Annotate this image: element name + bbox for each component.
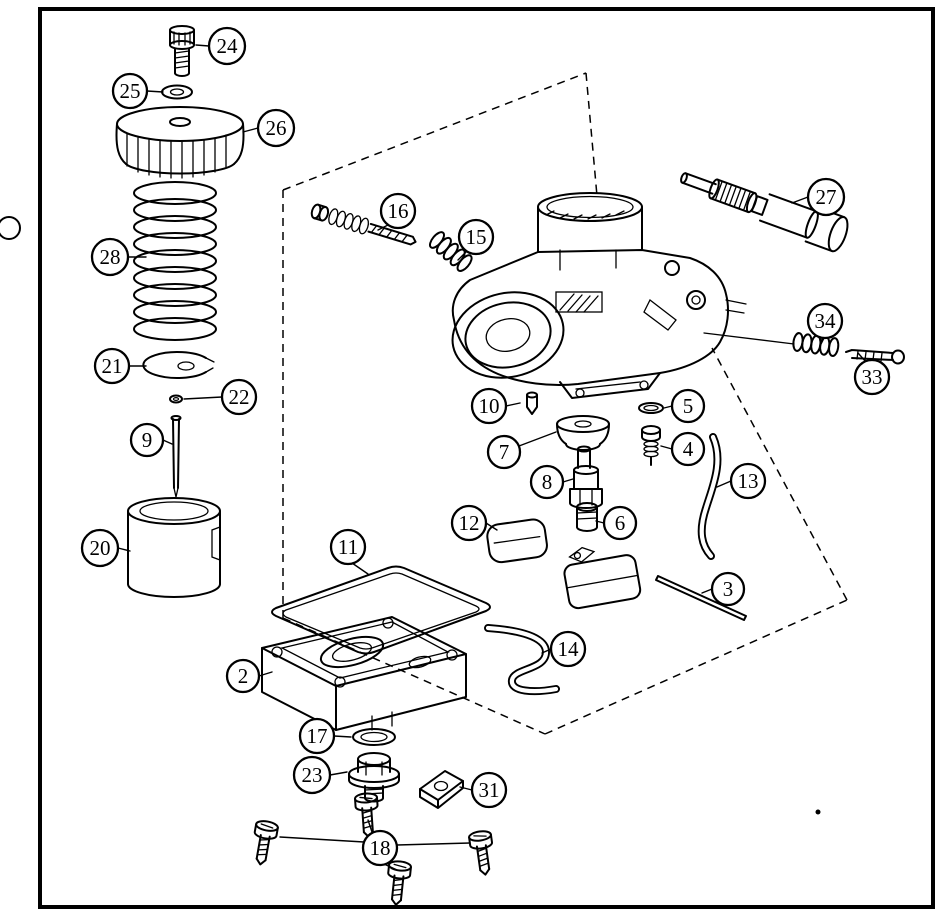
part-21-clip	[142, 351, 215, 379]
callout-21-label: 21	[102, 354, 123, 378]
callout-33-label: 33	[862, 365, 883, 389]
callout-9: 9	[129, 422, 165, 458]
callout-11-label: 11	[338, 535, 358, 559]
callout-5-label: 5	[683, 394, 694, 418]
callout-33: 33	[853, 358, 891, 396]
part-11-gasket	[271, 565, 491, 655]
callout-16: 16	[379, 192, 417, 230]
part-25-washer	[161, 84, 193, 100]
part-8-needle-jet	[569, 445, 603, 509]
callout-24-label: 24	[217, 34, 239, 58]
part-4-screw-spring	[641, 425, 661, 466]
callout-12-label: 12	[459, 511, 480, 535]
callout-14: 14	[549, 630, 587, 668]
part-float-assembly	[563, 546, 642, 610]
part-9-jet-needle	[170, 415, 182, 498]
page-border	[38, 7, 935, 909]
callout-13: 13	[729, 462, 767, 500]
part-16-screw-spring	[310, 203, 417, 246]
callout-20-label: 20	[90, 536, 111, 560]
callout-7-label: 7	[499, 440, 510, 464]
part-12-float	[486, 518, 548, 564]
part-22-ring	[169, 394, 183, 404]
callout-26-label: 26	[266, 116, 287, 140]
callout-22-label: 22	[229, 385, 250, 409]
part-24-screw	[169, 25, 195, 77]
callout-4-label: 4	[683, 437, 694, 461]
part-20-throttle-slide	[127, 497, 221, 598]
callout-2-label: 2	[238, 664, 249, 688]
callout-27-label: 27	[816, 185, 837, 209]
callout-leader-lines	[117, 44, 867, 871]
callout-4: 4	[670, 431, 706, 467]
callout-10-label: 10	[479, 394, 500, 418]
callout-27: 27	[806, 177, 846, 217]
part-10-valve	[526, 391, 538, 415]
part-5-oring	[638, 402, 664, 414]
part-15-spring	[428, 231, 473, 272]
part-26-cap	[115, 106, 245, 179]
callout-16-label: 16	[388, 199, 409, 223]
part-carburetor-body	[451, 192, 747, 399]
part-17-oring	[352, 728, 396, 746]
callout-20: 20	[80, 528, 120, 568]
callout-18: 18	[361, 829, 399, 867]
callout-6-label: 6	[615, 511, 626, 535]
callout-23-label: 23	[302, 763, 323, 787]
callout-13-label: 13	[738, 469, 759, 493]
edge-register-mark	[0, 216, 21, 240]
callout-6: 6	[602, 505, 638, 541]
callout-23: 23	[292, 755, 332, 795]
callout-34-label: 34	[815, 309, 837, 333]
callout-17: 17	[298, 717, 336, 755]
callout-8-label: 8	[542, 470, 553, 494]
part-3-float-pin	[655, 575, 747, 621]
callout-2: 2	[225, 658, 261, 694]
callout-31-label: 31	[479, 778, 500, 802]
callout-15-label: 15	[466, 225, 487, 249]
callout-7: 7	[486, 434, 522, 470]
callout-21: 21	[93, 347, 131, 385]
part-14-hose	[484, 624, 560, 696]
stray-dot	[815, 809, 821, 815]
callout-14-label: 14	[558, 637, 580, 661]
callout-25: 25	[111, 72, 149, 110]
part-33-screw	[845, 349, 905, 365]
callout-10: 10	[470, 387, 508, 425]
callout-34: 34	[806, 302, 844, 340]
part-2-float-bowl	[261, 616, 467, 731]
callout-31: 31	[470, 771, 508, 809]
part-7-spacer	[556, 415, 610, 451]
callout-9-label: 9	[142, 428, 153, 452]
callout-8: 8	[529, 464, 565, 500]
part-6-main-jet	[576, 502, 598, 532]
part-31-bracket	[419, 770, 464, 809]
callout-22: 22	[220, 378, 258, 416]
callout-3-label: 3	[723, 577, 734, 601]
callout-24: 24	[207, 26, 247, 66]
callout-28: 28	[90, 237, 130, 277]
callouts: 24 25 26 28 16 15 27 21 22 9 10 5 7 4 8 …	[80, 26, 891, 867]
callout-5: 5	[670, 388, 706, 424]
part-13-vent-tube	[697, 433, 722, 560]
callout-25-label: 25	[120, 79, 141, 103]
callout-28-label: 28	[100, 245, 121, 269]
callout-26: 26	[256, 108, 296, 148]
callout-15: 15	[457, 218, 495, 256]
axis-line-33	[703, 332, 795, 345]
callout-3: 3	[710, 571, 746, 607]
callout-18-label: 18	[370, 836, 391, 860]
callout-12: 12	[450, 504, 488, 542]
part-28-spring	[133, 181, 217, 341]
callout-17-label: 17	[307, 724, 328, 748]
callout-11: 11	[329, 528, 367, 566]
